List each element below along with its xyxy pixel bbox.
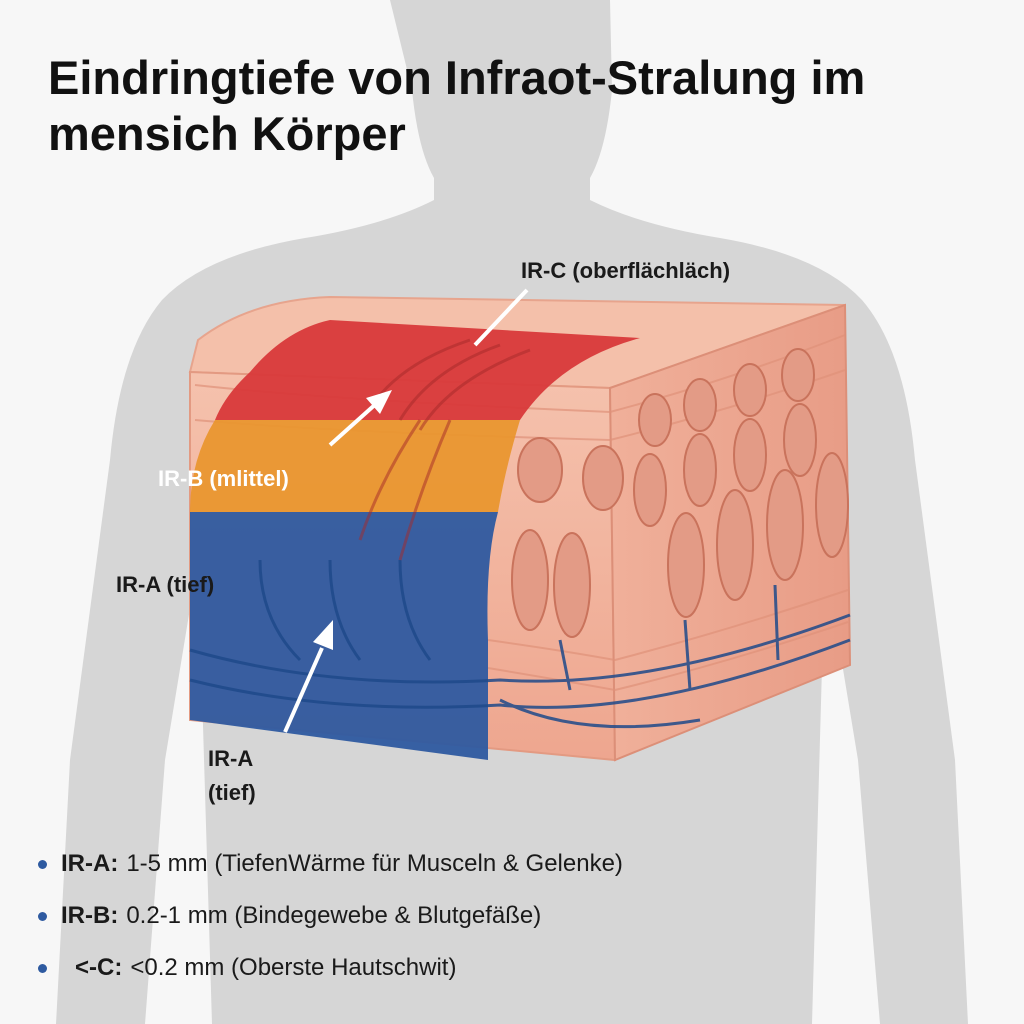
legend-key: IR-A:	[61, 850, 119, 877]
label-ir-b: IR-B (mlittel)	[158, 466, 289, 491]
arrows	[283, 288, 529, 733]
ir-b-band	[190, 420, 520, 512]
label-ir-c: IR-C (oberflächläch)	[521, 258, 731, 283]
legend-item: IR-B: 0.2-1 mm (Bindegewebe & Blutgefäße…	[38, 890, 988, 942]
ir-a-arrow-shaft	[283, 647, 324, 733]
bullet-icon	[38, 963, 47, 973]
legend-text: 0.2-1 mm (Bindegewebe & Blutgefäße)	[126, 902, 542, 929]
ir-b-arrow-shaft	[328, 400, 380, 447]
label-ir-a-bottom-line2: (tief)	[208, 780, 256, 805]
muscle-bundles	[511, 348, 849, 638]
legend-item: <-C: <0.2 mm (Oberste Hautschwit)	[38, 942, 988, 994]
legend-text: 1-5 mm (TiefenWärme für Musceln & Gelenk…	[126, 850, 623, 877]
ir-c-band	[215, 320, 640, 420]
ir-a-arrow-head	[313, 620, 333, 650]
legend-item: IR-A: 1-5 mm (TiefenWärme für Musceln & …	[38, 838, 988, 890]
page-title: Eindringtiefe von Infraot-Stralung im me…	[48, 51, 866, 160]
ir-c-leader-line	[473, 288, 529, 347]
bullet-icon	[38, 859, 47, 869]
legend-key: IR-B:	[61, 902, 119, 929]
blood-vessels	[189, 559, 851, 729]
legend-key: <-C:	[75, 954, 123, 981]
ir-b-arrow-head	[366, 390, 392, 414]
legend-text: <0.2 mm (Oberste Hautschwit)	[130, 954, 457, 981]
bullet-icon	[38, 911, 47, 921]
tissue-fibers	[358, 338, 531, 561]
label-ir-a-side: IR-A (tief)	[116, 572, 215, 597]
legend: IR-A: 1-5 mm (TiefenWärme für Musceln & …	[38, 838, 988, 994]
label-ir-a-bottom-line1: IR-A	[208, 746, 254, 771]
